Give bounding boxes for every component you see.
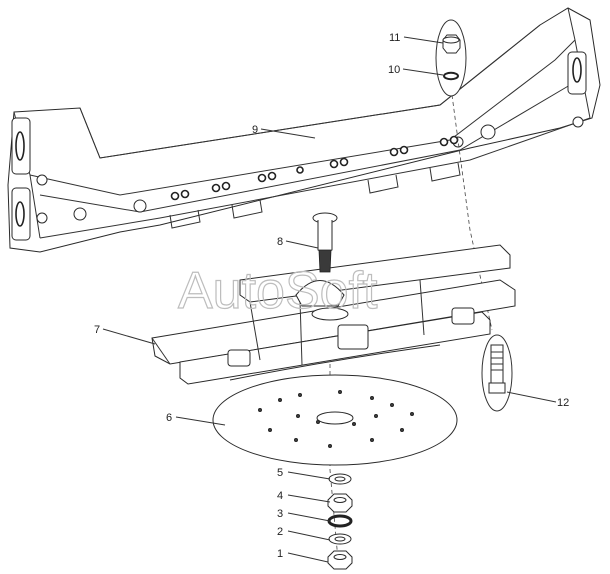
nut-part-4 bbox=[327, 493, 353, 513]
callout-2: 2 bbox=[277, 526, 283, 538]
lock-washer-part-3 bbox=[327, 514, 353, 528]
callout-5: 5 bbox=[277, 467, 283, 479]
callout-11: 11 bbox=[389, 32, 400, 44]
washer-part-2 bbox=[328, 533, 352, 545]
leader-lines bbox=[102, 36, 557, 563]
cross-member-part bbox=[7, 7, 601, 253]
callout-3: 3 bbox=[277, 508, 283, 520]
watermark-text: AutoSoft bbox=[178, 262, 378, 320]
callout-1: 1 bbox=[277, 548, 283, 560]
bolt-group-12 bbox=[481, 334, 513, 412]
callout-6: 6 bbox=[166, 412, 172, 424]
subframe-part bbox=[151, 244, 516, 385]
callout-9: 9 bbox=[252, 124, 258, 136]
washer-part-5 bbox=[328, 473, 352, 485]
nut-part-1 bbox=[327, 550, 353, 570]
callout-7: 7 bbox=[94, 324, 100, 336]
disc-part bbox=[212, 344, 458, 466]
king-pin-part bbox=[312, 212, 338, 273]
fastener-group-10-11 bbox=[435, 19, 467, 97]
callout-8: 8 bbox=[277, 236, 283, 248]
callout-10: 10 bbox=[388, 64, 400, 76]
callout-12: 12 bbox=[557, 397, 569, 409]
callout-4: 4 bbox=[277, 490, 283, 502]
